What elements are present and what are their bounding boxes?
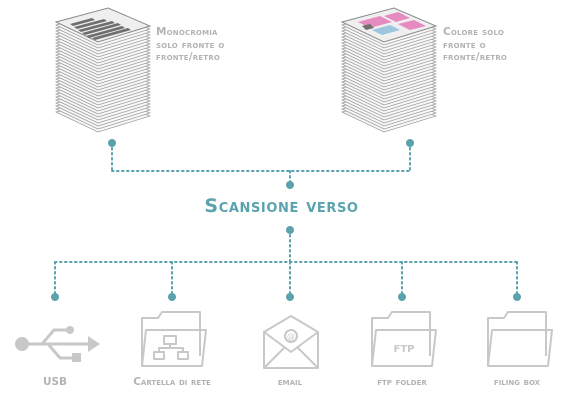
connector-dot xyxy=(286,293,294,301)
folder-icon xyxy=(487,311,553,367)
color-label: Colore solo fronte o fronte/retro xyxy=(443,26,508,63)
connector-dot xyxy=(51,293,59,301)
connector-dot xyxy=(406,139,414,147)
mono-label: Monocromia solo fronte o fronte/retro xyxy=(156,26,225,63)
connector-dot xyxy=(513,293,521,301)
email-label: email xyxy=(277,376,303,388)
color-paper-stack-icon xyxy=(340,7,438,133)
usb-label: USB xyxy=(42,376,68,388)
network-folder-icon xyxy=(141,311,207,367)
ftp-folder-label: ftp folder xyxy=(377,376,427,388)
svg-text:FTP: FTP xyxy=(394,344,415,355)
ftp-folder-icon: FTP xyxy=(371,311,437,367)
svg-text:@: @ xyxy=(287,332,295,341)
scan-to-title: Scansione verso xyxy=(204,195,359,217)
network-folder-label: Cartella di rete xyxy=(133,376,211,388)
connector-dot xyxy=(286,226,294,234)
mono-paper-stack-icon xyxy=(54,7,152,133)
connector-dot xyxy=(108,139,116,147)
filing-box-label: filing box xyxy=(493,376,541,388)
connector-dot xyxy=(286,181,294,189)
connector-dot xyxy=(398,293,406,301)
connector-dot xyxy=(168,293,176,301)
usb-icon xyxy=(15,326,100,362)
email-icon: @ xyxy=(263,315,319,369)
